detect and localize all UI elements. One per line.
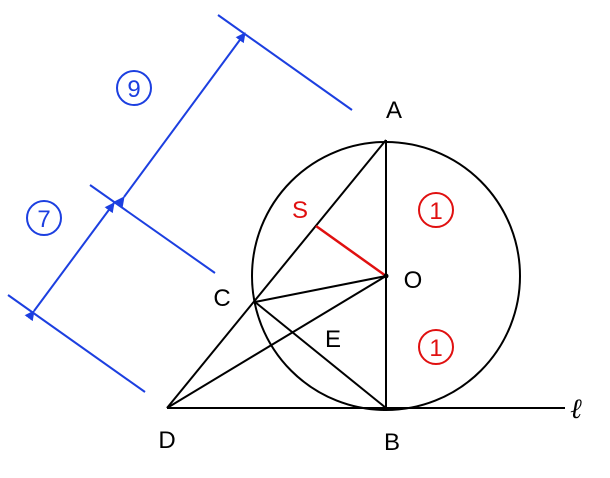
extension-line-c — [89, 184, 216, 274]
ratio-7-badge: 7 — [26, 200, 62, 236]
label-b: B — [384, 429, 400, 456]
ratio-9-text: 9 — [127, 76, 140, 103]
segment-cb — [254, 301, 387, 409]
ratio-1-upper-text: 1 — [429, 198, 442, 225]
extension-line-a — [217, 14, 353, 111]
label-o: O — [404, 267, 423, 294]
dimension-arrow-bottom — [24, 202, 115, 322]
segment-co — [254, 275, 387, 303]
label-e: E — [325, 326, 341, 353]
segment-do — [166, 275, 387, 409]
extension-line-d — [7, 294, 146, 393]
dimension-arrow-top — [114, 32, 246, 208]
label-s: S — [292, 197, 308, 224]
label-a: A — [386, 97, 402, 124]
label-d: D — [158, 427, 175, 454]
label-c: C — [213, 285, 230, 312]
ratio-1-lower-text: 1 — [429, 335, 442, 362]
ratio-7-text: 7 — [37, 206, 50, 233]
center-point-o — [383, 273, 389, 279]
ratio-1-upper-badge: 1 — [418, 192, 454, 228]
ratio-9-badge: 9 — [116, 70, 152, 106]
perpendicular-os — [315, 224, 387, 278]
segment-ad — [166, 139, 387, 409]
ratio-1-lower-badge: 1 — [418, 329, 454, 365]
label-line-l: ℓ — [570, 394, 582, 425]
